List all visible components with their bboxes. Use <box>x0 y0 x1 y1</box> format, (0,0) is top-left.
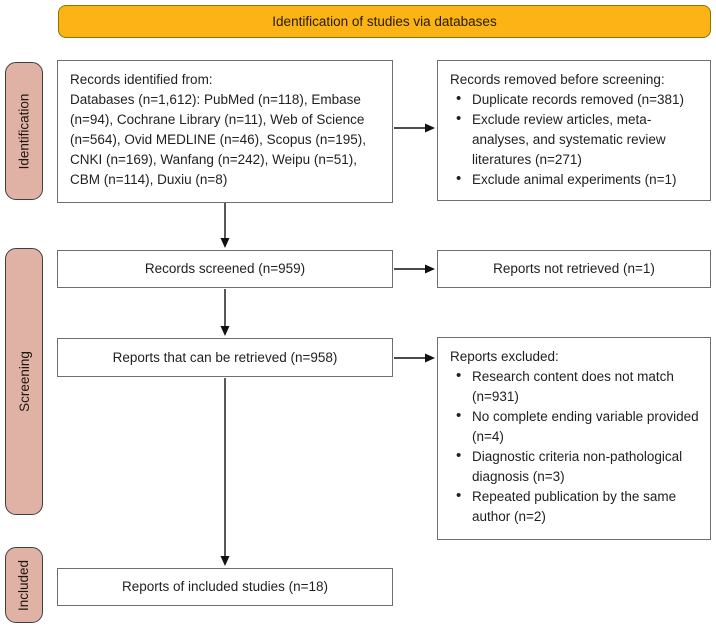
box-records-screened: Records screened (n=959) <box>57 250 393 288</box>
bullet-item: Exclude review articles, meta-analyses, … <box>450 109 706 170</box>
box-records-identified: Records identified from: Databases (n=1,… <box>57 60 393 203</box>
reports-excluded-bullet-list: Research content does not match (n=931) … <box>450 366 700 527</box>
records-identified-line: Databases (n=1,612): PubMed (n=118), Emb… <box>70 92 361 107</box>
records-identified-line: Records identified from: <box>70 72 213 87</box>
bullet-item: Exclude animal experiments (n=1) <box>450 169 706 190</box>
arrow-identified-to-screened <box>220 203 230 248</box>
arrow-identified-to-removed <box>394 123 435 133</box>
arrow-screened-to-retrieved <box>220 289 230 336</box>
box-reports-not-retrieved: Reports not retrieved (n=1) <box>437 250 711 288</box>
arrow-screened-to-not-retrieved <box>394 264 435 274</box>
records-removed-title: Records removed before screening: <box>450 72 665 87</box>
bullet-item: Repeated publication by the same author … <box>450 486 706 527</box>
stage-label-identification: Identification <box>5 62 43 200</box>
bullet-item: Diagnostic criteria non-pathological dia… <box>450 446 706 487</box>
bullet-item: Duplicate records removed (n=381) <box>450 89 706 110</box>
bullet-item: No complete ending variable provided (n=… <box>450 406 706 447</box>
stage-label-screening-text: Screening <box>16 351 32 412</box>
arrow-retrieved-to-excluded <box>394 353 435 363</box>
records-identified-line: CBM (n=114), Duxiu (n=8) <box>70 172 228 187</box>
box-reports-excluded: Reports excluded: Research content does … <box>437 337 711 540</box>
records-identified-line: (n=564), Ovid MEDLINE (n=46), Scopus (n=… <box>70 132 367 147</box>
reports-excluded-title: Reports excluded: <box>450 349 559 364</box>
records-removed-bullet-list: Duplicate records removed (n=381) Exclud… <box>450 89 700 190</box>
records-identified-line: CNKI (n=169), Wanfang (n=242), Weipu (n=… <box>70 152 358 167</box>
stage-label-screening: Screening <box>5 248 43 515</box>
box-records-removed: Records removed before screening: Duplic… <box>437 60 711 201</box>
box-reports-included: Reports of included studies (n=18) <box>57 568 393 606</box>
stage-label-included-text: Included <box>16 559 32 611</box>
banner-identification-via-databases: Identification of studies via databases <box>58 5 711 38</box>
arrow-retrieved-to-included <box>220 378 230 566</box>
records-identified-line: (n=94), Cochrane Library (n=11), Web of … <box>70 112 365 127</box>
stage-label-included: Included <box>5 547 43 623</box>
box-reports-retrieved: Reports that can be retrieved (n=958) <box>57 338 393 377</box>
stage-label-identification-text: Identification <box>16 93 32 169</box>
bullet-item: Research content does not match (n=931) <box>450 366 706 407</box>
